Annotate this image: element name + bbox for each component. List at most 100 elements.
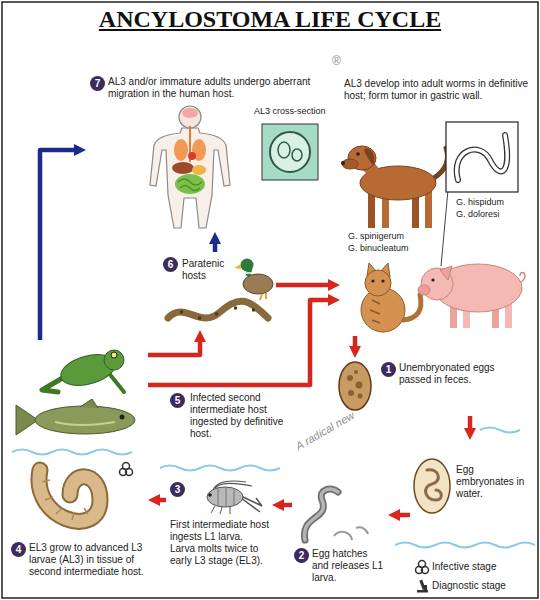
water-waves bbox=[12, 428, 535, 548]
biohazard-icon bbox=[126, 469, 133, 476]
duck-picture bbox=[246, 272, 253, 274]
stage-box: 7AL3 and/or immature adults undergo aber… bbox=[86, 72, 338, 232]
species-label: G. spinigerum bbox=[348, 231, 404, 242]
human-figure bbox=[174, 139, 188, 161]
callout-number: 6 bbox=[163, 257, 178, 272]
fish-picture bbox=[80, 399, 98, 408]
l1-larva bbox=[334, 527, 368, 540]
embryonated-egg bbox=[414, 459, 450, 513]
fish-picture bbox=[16, 399, 135, 435]
biohazard-icon bbox=[120, 463, 133, 476]
pig-picture bbox=[520, 272, 525, 282]
duck-picture bbox=[234, 259, 273, 301]
cycle-arrow bbox=[281, 503, 292, 508]
legend-biohazard-icon bbox=[416, 561, 429, 574]
duck-picture bbox=[243, 274, 273, 294]
adult-worm-inset bbox=[446, 122, 518, 192]
human-figure bbox=[188, 152, 196, 160]
embryonated-egg bbox=[414, 459, 450, 513]
copepod-picture bbox=[241, 496, 262, 512]
embryonated-egg bbox=[426, 470, 442, 500]
watermark: ® bbox=[332, 54, 341, 68]
frog-picture bbox=[104, 350, 124, 370]
text-slot: Infected second intermediate host ingest… bbox=[190, 392, 302, 440]
cross-section-picture bbox=[270, 132, 310, 172]
adult-worm-inset bbox=[457, 135, 507, 180]
adult-worm-inset bbox=[441, 190, 448, 266]
stage-box: Egg embryonates in water. bbox=[410, 440, 532, 532]
dog-picture bbox=[341, 161, 345, 165]
cross-section-picture bbox=[262, 124, 318, 180]
dog-picture bbox=[364, 148, 374, 166]
cat-picture bbox=[381, 279, 384, 282]
duck-picture bbox=[241, 259, 254, 272]
text-slot: Egg embryonates in water. bbox=[456, 464, 530, 500]
text-slot: 3 bbox=[170, 482, 185, 497]
al3-larva-picture bbox=[39, 470, 100, 521]
l1-larva bbox=[304, 489, 338, 540]
text-slot: AL3 develop into adult worms in definiti… bbox=[344, 78, 528, 102]
text-slot: Paratenic hosts bbox=[182, 258, 228, 282]
l1-larva bbox=[304, 489, 368, 540]
fish-picture bbox=[120, 415, 125, 420]
human-figure bbox=[175, 174, 205, 194]
cycle-arrow bbox=[397, 513, 410, 518]
callout-number: 3 bbox=[170, 482, 185, 497]
text-slot: First intermediate host ingests L1 larva… bbox=[170, 519, 270, 567]
legend-microscope-icon bbox=[417, 580, 428, 593]
stage-box: 3First intermediate host ingests L1 larv… bbox=[166, 478, 272, 595]
text-slot: 1 bbox=[381, 362, 396, 377]
l1-larva bbox=[304, 489, 338, 540]
callout-number: 2 bbox=[294, 548, 309, 563]
callout-number: 4 bbox=[11, 542, 26, 557]
unembryonated-egg bbox=[339, 362, 371, 410]
dog-picture bbox=[356, 152, 360, 156]
text-slot: 5 bbox=[170, 393, 185, 408]
diagram-title: ANCYLOSTOMA LIFE CYCLE bbox=[20, 5, 520, 33]
text-slot: 7 bbox=[90, 76, 105, 91]
picture-label: AL3 cross-section bbox=[254, 106, 336, 117]
stage-box: 1Unembryonated eggs passed in feces. bbox=[330, 358, 530, 416]
text-slot: AL3 cross-section bbox=[254, 106, 336, 117]
cat-picture bbox=[370, 300, 380, 323]
duck-picture bbox=[234, 264, 241, 269]
cycle-arrow bbox=[213, 241, 218, 252]
dog-picture bbox=[341, 146, 448, 228]
legend-text: Infective stage bbox=[432, 561, 496, 573]
human-figure bbox=[178, 179, 202, 191]
water-waves bbox=[160, 466, 280, 471]
callout-number: 5 bbox=[170, 393, 185, 408]
stage-box: AL3 cross-section bbox=[252, 104, 336, 184]
stage-caption: Egg embryonates in water. bbox=[456, 464, 530, 500]
text-slot: EL3 grow to advanced L3 larvae (AL3) in … bbox=[29, 542, 146, 578]
cat-picture bbox=[371, 279, 374, 282]
cross-section-picture bbox=[292, 149, 302, 161]
stage-box: 4EL3 grow to advanced L3 larvae (AL3) in… bbox=[8, 340, 148, 595]
text-slot: G. doloresi bbox=[456, 209, 500, 220]
human-figure bbox=[182, 108, 198, 118]
water-waves bbox=[480, 428, 520, 433]
callout-number: 1 bbox=[381, 362, 396, 377]
adult-worm-inset bbox=[441, 122, 518, 266]
human-figure bbox=[179, 106, 201, 128]
text-slot: Infective stage bbox=[432, 561, 496, 573]
text-slot: Egg hatches and releases L1 larva. bbox=[312, 548, 386, 584]
cycle-arrow bbox=[276, 283, 331, 288]
arrow-label: Infected second intermediate host ingest… bbox=[190, 392, 302, 440]
cross-section-picture bbox=[278, 142, 290, 158]
text-slot: Diagnostic stage bbox=[432, 580, 506, 592]
frog-picture bbox=[108, 372, 124, 392]
cycle-arrow bbox=[148, 300, 331, 385]
text-slot: G. hispidum bbox=[456, 197, 504, 208]
legend-microscope-icon bbox=[417, 590, 428, 593]
fish-picture bbox=[35, 406, 135, 434]
cycle-arrow bbox=[40, 150, 77, 340]
text-slot: ANCYLOSTOMA LIFE CYCLE bbox=[20, 5, 520, 33]
stage-caption: EL3 grow to advanced L3 larvae (AL3) in … bbox=[29, 542, 146, 578]
text-slot: G. spinigerum bbox=[348, 231, 404, 242]
watermark: A radical new bbox=[294, 409, 357, 453]
cat-picture bbox=[361, 263, 421, 332]
pig-picture bbox=[440, 266, 452, 280]
